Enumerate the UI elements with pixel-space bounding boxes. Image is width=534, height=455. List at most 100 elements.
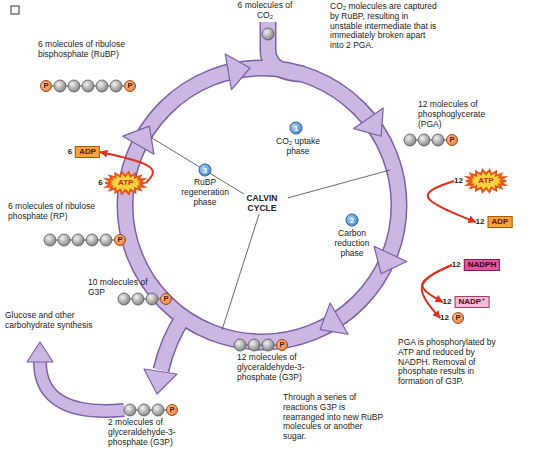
g3p-output-band	[161, 316, 184, 370]
carbon-ball	[72, 234, 84, 246]
phase-label: CO₂ uptake phase	[272, 137, 324, 157]
phase-number: 2	[346, 214, 359, 227]
phosphate-group: P	[114, 234, 126, 246]
molecule-symbol: P	[117, 236, 122, 244]
molecule-label: 12 molecules of glyceraldehyde-3-phospha…	[237, 353, 325, 382]
molecule-symbol: 3	[203, 166, 207, 174]
starburst-shape	[466, 170, 506, 192]
carbon-ball	[418, 134, 430, 146]
molecule-bonds	[46, 86, 452, 410]
ring-arrowhead	[225, 50, 253, 89]
checkbox-square	[11, 6, 19, 14]
carbon-ball	[110, 80, 122, 92]
phosphate-circle: P	[124, 80, 136, 92]
ring-arrowhead	[123, 117, 165, 154]
reaction-arrow	[428, 181, 476, 222]
input-label: 6 molecules of CO₂	[230, 1, 300, 21]
molecule-label: 10 molecules of G3P	[88, 278, 152, 298]
carbon-ball	[432, 134, 444, 146]
carbon-ball	[96, 80, 108, 92]
carbon-ball	[138, 404, 150, 416]
molecule-symbol: P	[279, 341, 284, 349]
band-fill	[40, 22, 399, 411]
molecule-symbol: P	[449, 136, 454, 144]
count-number: 12	[452, 261, 461, 269]
note-text: CO₂ molecules are captured by RuBP, resu…	[330, 2, 438, 51]
starburst-shape	[106, 172, 146, 194]
phase-marker: 2	[346, 214, 359, 227]
carbon-ball	[54, 80, 66, 92]
atp-molecule: 12ATP	[454, 170, 506, 192]
glucose-arrowhead	[27, 342, 53, 362]
carbon-ball	[68, 80, 80, 92]
phosphate-circle: P	[276, 339, 288, 351]
nadp-molecule: 12 NADP⁺	[443, 296, 490, 308]
molecule-symbol: 2	[350, 216, 354, 224]
carbon-ball	[44, 234, 56, 246]
carbon-ball	[82, 80, 94, 92]
molecule-symbol: ADP	[79, 148, 96, 156]
carbon-ball	[234, 339, 246, 351]
phosphate-circle: P	[166, 404, 178, 416]
phosphate-circle: P	[452, 312, 464, 324]
phosphate-circle: P	[160, 293, 172, 305]
output-label: Glucose and other carbohydrate synthesis	[5, 311, 117, 331]
reaction-arrow	[422, 265, 452, 302]
carbon-ball	[118, 293, 130, 305]
carbon-ball	[262, 28, 274, 40]
molecule-symbol: P	[127, 82, 132, 90]
count-number: 6	[98, 179, 102, 187]
molecule-label: 12 molecules of phosphoglycerate (PGA)	[418, 100, 508, 129]
phosphate-group: P	[446, 134, 458, 146]
phase-number: 1	[290, 122, 303, 135]
molecule-label: 6 molecules of ribulose phosphate (RP)	[8, 202, 120, 222]
phase-label: RuBP regeneration phase	[172, 178, 238, 207]
adp-molecule: 12 ADP	[476, 216, 513, 228]
carbon-ball	[152, 404, 164, 416]
glucose-band	[40, 362, 124, 411]
carbon-ball	[146, 293, 158, 305]
molecule-symbol: ADP	[492, 218, 509, 226]
molecule-symbol: NADPH	[468, 261, 496, 269]
band-outline	[40, 22, 399, 411]
phase-dividers	[152, 138, 390, 330]
cycle-ring	[125, 68, 399, 342]
ring-arrowhead	[311, 303, 348, 345]
phosphate-group: 12 P	[440, 312, 464, 324]
molecule-symbol: NADP⁺	[459, 298, 486, 306]
adp-molecule: 6 ADP	[68, 146, 100, 158]
cycle-arrowheads	[27, 50, 407, 394]
reaction-arrow	[422, 265, 452, 318]
phosphate-group: P	[124, 80, 136, 92]
phosphate-group: P	[40, 80, 52, 92]
ring-arrowhead	[354, 108, 396, 147]
carbon-ball	[132, 293, 144, 305]
phase-marker: 3	[199, 164, 212, 177]
count-number: 6	[68, 148, 72, 156]
carbon-ball	[248, 339, 260, 351]
phase-divider-line	[222, 205, 262, 330]
carbon-ball	[58, 234, 70, 246]
molecule-symbol: P	[455, 314, 460, 322]
adp-box: ADP	[488, 216, 513, 228]
phosphate-circle: P	[114, 234, 126, 246]
atp-molecule: 6 ATP	[98, 172, 145, 194]
phosphate-group: P	[276, 339, 288, 351]
carbon-atoms	[44, 28, 444, 416]
carbon-ball	[86, 234, 98, 246]
note-text: PGA is phosphorylated by ATP and reduced…	[398, 338, 504, 387]
molecule-symbol: P	[163, 295, 168, 303]
nadp-box: NADP⁺	[455, 296, 490, 308]
phase-marker: 1	[290, 122, 303, 135]
molecule-symbol: ATP	[118, 179, 133, 187]
carbon-ball	[124, 404, 136, 416]
count-number: 12	[440, 314, 449, 322]
count-number: 12	[476, 218, 485, 226]
output-arrowhead	[144, 369, 177, 394]
nadph-molecule: 12 NADPH	[452, 259, 500, 271]
count-number: 12	[443, 298, 452, 306]
phase-label: Carbon reduction phase	[324, 229, 380, 258]
molecule-symbol: ATP	[478, 177, 493, 185]
